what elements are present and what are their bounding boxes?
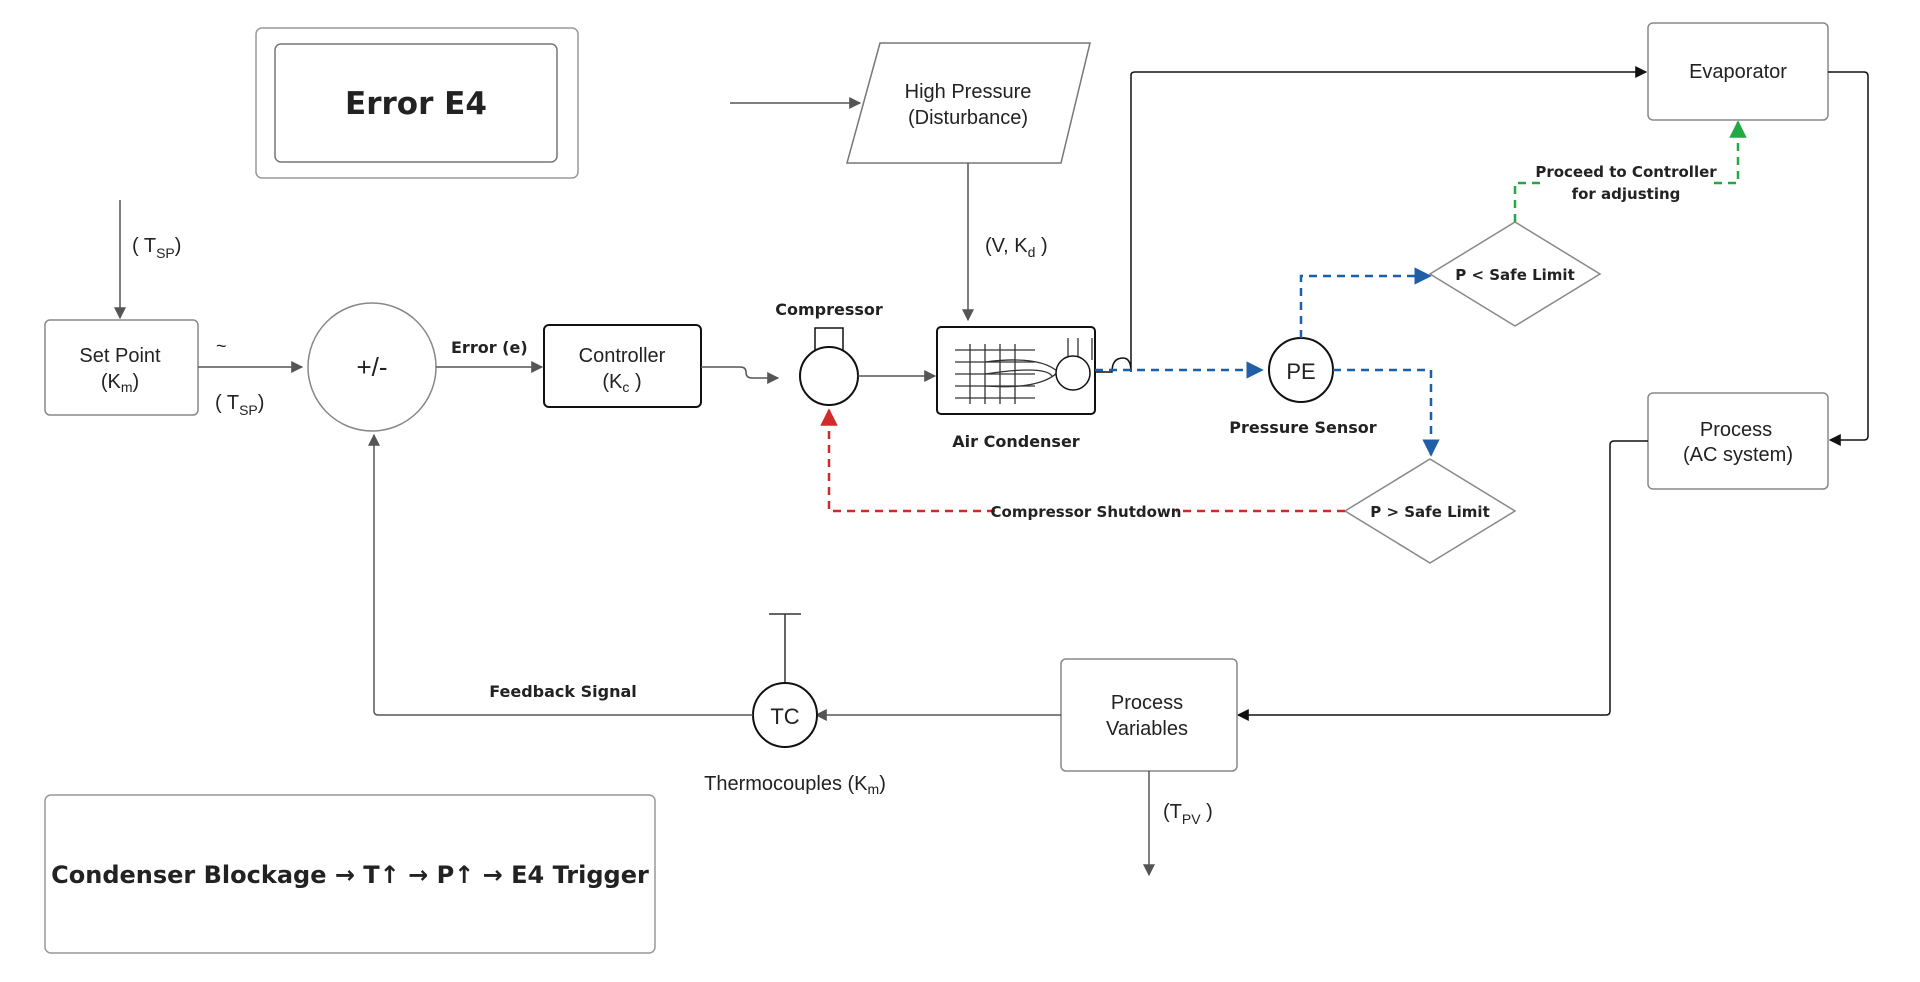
decision-high-pressure: P > Safe Limit <box>1343 458 1517 564</box>
controller-block: Controller (Kc ) <box>543 324 702 408</box>
condenser-fan-icon <box>1055 355 1091 391</box>
shutdown-label-bg <box>996 500 1176 522</box>
pressure-element: PE Pressure Sensor <box>1229 337 1377 437</box>
summing-junction: +/- <box>307 302 437 432</box>
disturbance-line1: High Pressure <box>905 81 1032 103</box>
process-block: Process (AC system) <box>1647 392 1829 490</box>
evaporator-to-process-line <box>1828 71 1869 446</box>
evaporator-text: Evaporator <box>1689 61 1787 83</box>
setpoint-output-label: ~ ( TSP) <box>215 336 264 418</box>
shutdown-label: Compressor Shutdown <box>991 503 1182 521</box>
summer-text: +/- <box>356 352 387 382</box>
summary-text: Condenser Blockage → T↑ → P↑ → E4 Trigge… <box>51 861 649 889</box>
set-point-block: Set Point (Km) <box>44 319 199 416</box>
thermocouple: TC Thermocouples (Km) <box>704 613 886 797</box>
condenser-to-evaporator-line <box>1095 66 1648 373</box>
error-banner-text: Error E4 <box>345 86 487 122</box>
process-to-pv-line <box>1236 440 1648 721</box>
process-variables-block: Process Variables <box>1060 658 1238 772</box>
setpoint-input-label: ( TSP) <box>132 235 181 261</box>
controller-line2: (Kc ) <box>602 371 641 395</box>
summary-box: Condenser Blockage → T↑ → P↑ → E4 Trigge… <box>44 794 656 954</box>
pv-line1: Process <box>1111 692 1183 714</box>
pe-to-low-decision-arrow <box>1299 267 1432 338</box>
compressor-label: Compressor <box>775 300 883 319</box>
disturbance-line2: (Disturbance) <box>908 107 1028 129</box>
feedback-arrow <box>368 433 753 716</box>
pv-line2: Variables <box>1106 718 1188 740</box>
proceed-label-bg <box>1540 158 1712 206</box>
process-line1: Process <box>1700 419 1772 441</box>
evaporator-block: Evaporator <box>1647 22 1829 121</box>
thermocouples-label: Thermocouples (Km) <box>704 773 886 797</box>
pe-to-high-decision-arrow <box>1333 368 1440 457</box>
pv-output-label: (TPV ) <box>1163 801 1213 827</box>
proceed-dashed-arrow <box>1513 120 1747 222</box>
disturbance-gain-label: (V, Kd ) <box>985 235 1048 260</box>
compressor: Compressor <box>775 300 883 406</box>
set-point-line1: Set Point <box>79 345 161 367</box>
svg-text:( TSP): ( TSP) <box>215 392 264 418</box>
svg-text:~: ~ <box>216 336 227 356</box>
proceed-label-line1: Proceed to Controller <box>1535 163 1717 181</box>
decision-low-text: P < Safe Limit <box>1455 266 1575 284</box>
set-point-line2: (Km) <box>101 371 139 395</box>
decision-high-text: P > Safe Limit <box>1370 503 1490 521</box>
pressure-sensor-label: Pressure Sensor <box>1229 418 1377 437</box>
error-banner: Error E4 <box>255 27 579 179</box>
decision-low-pressure: P < Safe Limit <box>1428 221 1602 327</box>
disturbance-block: High Pressure (Disturbance) <box>846 42 1091 164</box>
controller-to-compressor-arrow <box>701 366 780 384</box>
error-label: Error (e) <box>451 338 528 357</box>
controller-line1: Controller <box>579 345 666 367</box>
pe-symbol: PE <box>1286 359 1315 384</box>
tc-symbol: TC <box>770 704 799 729</box>
feedback-label: Feedback Signal <box>489 682 637 701</box>
proceed-label-line2: for adjusting <box>1572 185 1681 203</box>
air-condenser-label: Air Condenser <box>952 432 1080 451</box>
air-condenser: Air Condenser <box>936 326 1096 451</box>
process-line2: (AC system) <box>1683 444 1793 466</box>
